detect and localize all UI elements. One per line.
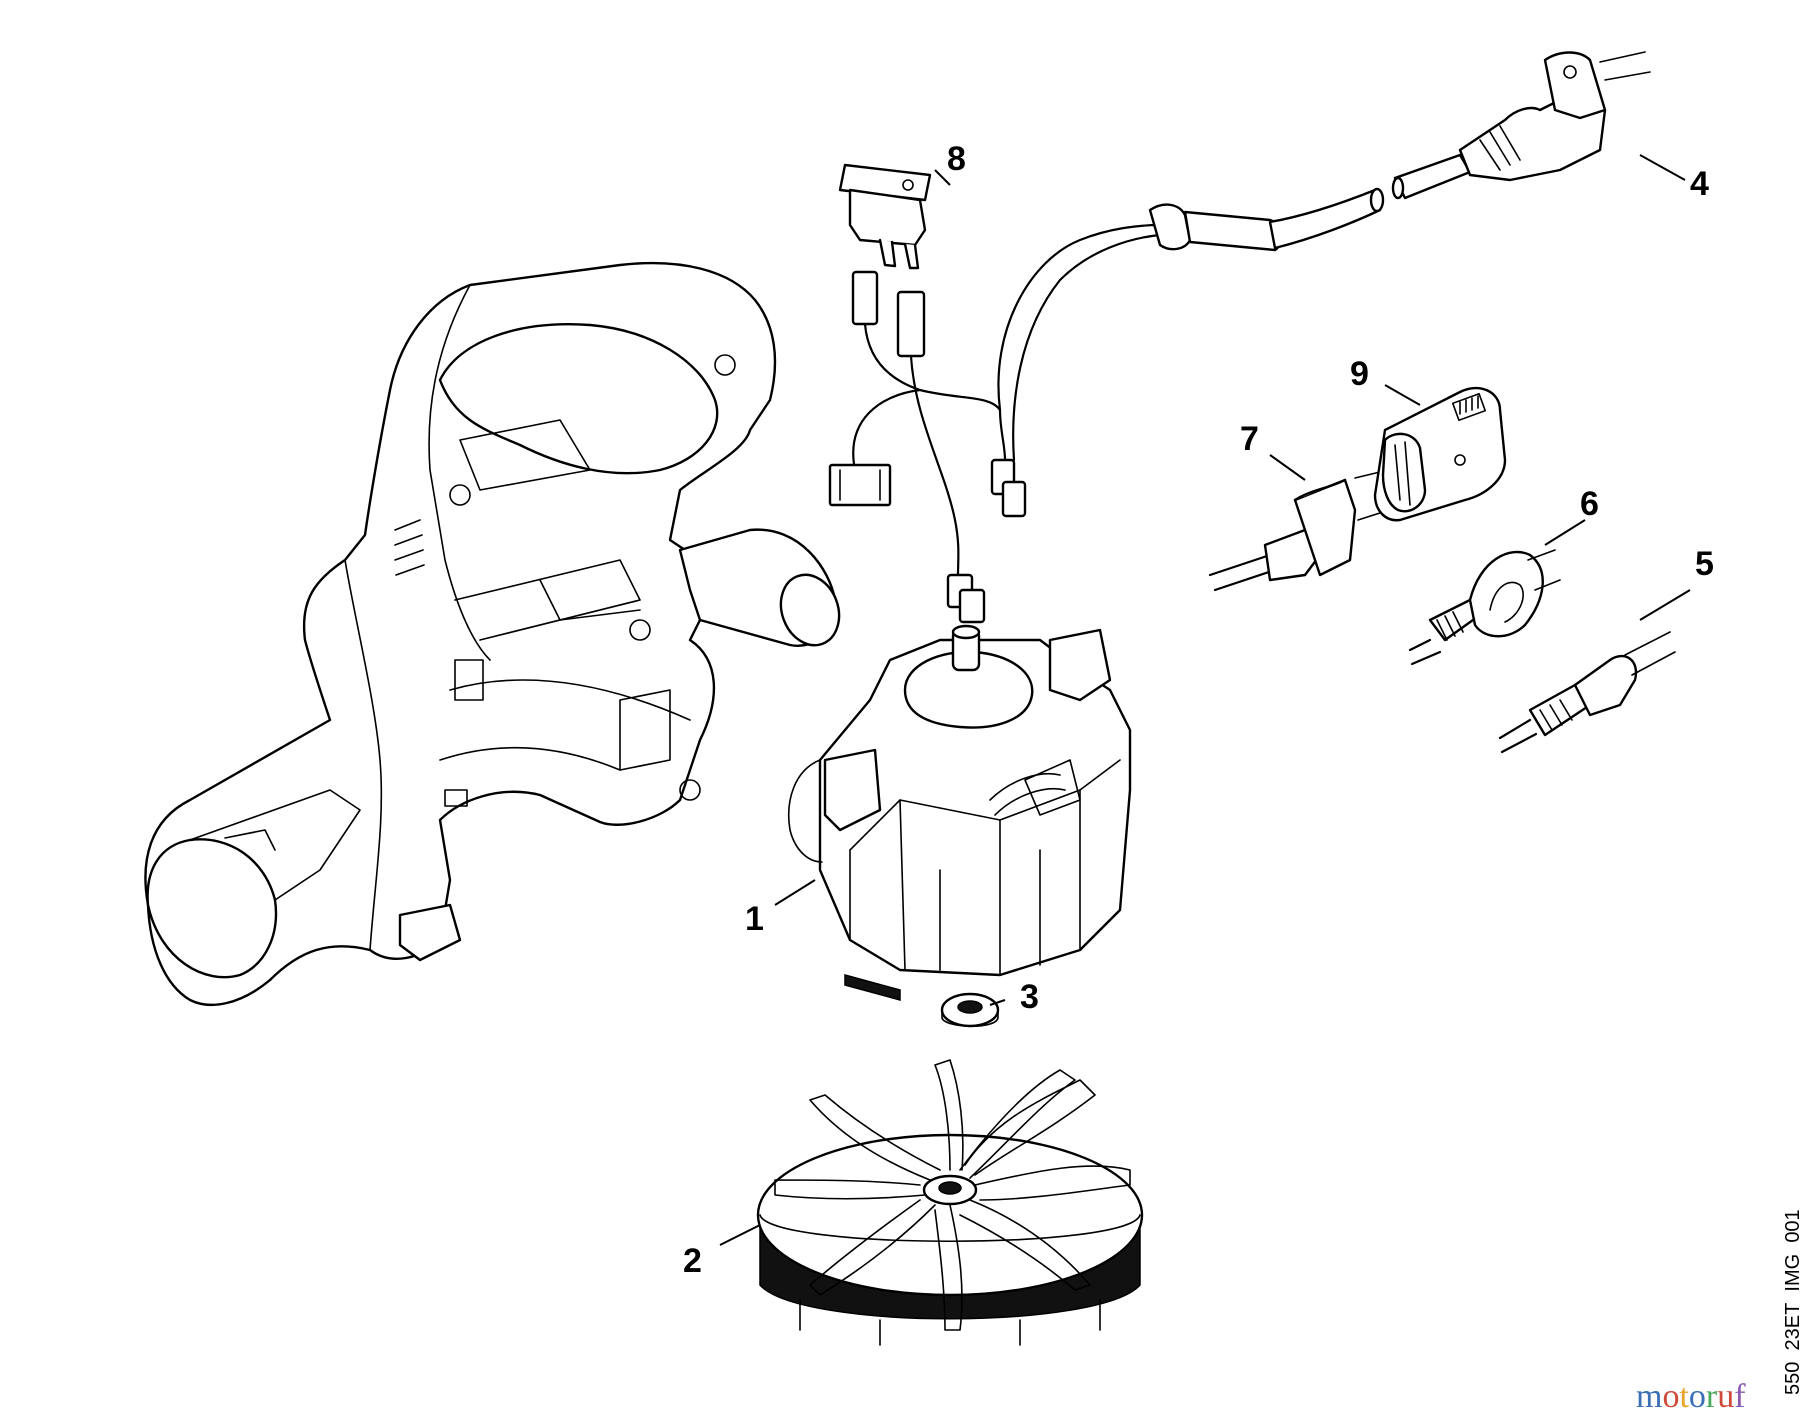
leader-lines <box>719 154 1691 1246</box>
watermark-logo: motoruf <box>1636 1378 1746 1416</box>
euro-plug <box>1498 631 1676 754</box>
washer <box>940 992 1000 1028</box>
schuko-plug <box>1458 51 1651 182</box>
callout-9: 9 <box>1350 355 1369 393</box>
blower-housing <box>144 261 841 1007</box>
callout-2: 2 <box>683 1242 702 1280</box>
uk-plug <box>1408 549 1561 666</box>
watermark-letter: f <box>1734 1378 1746 1415</box>
plug-housing <box>1373 386 1507 522</box>
watermark-letter: o <box>1662 1378 1680 1415</box>
watermark-letter: u <box>1717 1378 1735 1415</box>
fan-impeller <box>756 1059 1144 1346</box>
callout-6: 6 <box>1580 485 1599 523</box>
watermark-letter: r <box>1705 1378 1718 1415</box>
callout-8: 8 <box>947 140 966 178</box>
callout-7: 7 <box>1240 420 1259 458</box>
rocker-switch <box>838 163 932 270</box>
callout-3: 3 <box>1020 978 1039 1016</box>
plug-adapter <box>1208 471 1384 592</box>
watermark-letter: t <box>1679 1378 1689 1415</box>
wire-harness <box>828 153 1472 624</box>
callout-1: 1 <box>745 900 764 938</box>
watermark-letter: m <box>1636 1378 1663 1415</box>
diagram-reference-code: 550_23ET_IMG_001 <box>1782 1209 1800 1395</box>
callout-4: 4 <box>1690 165 1709 203</box>
watermark-letter: o <box>1688 1378 1706 1415</box>
electric-motor <box>788 624 1132 1001</box>
callout-5: 5 <box>1695 545 1714 583</box>
